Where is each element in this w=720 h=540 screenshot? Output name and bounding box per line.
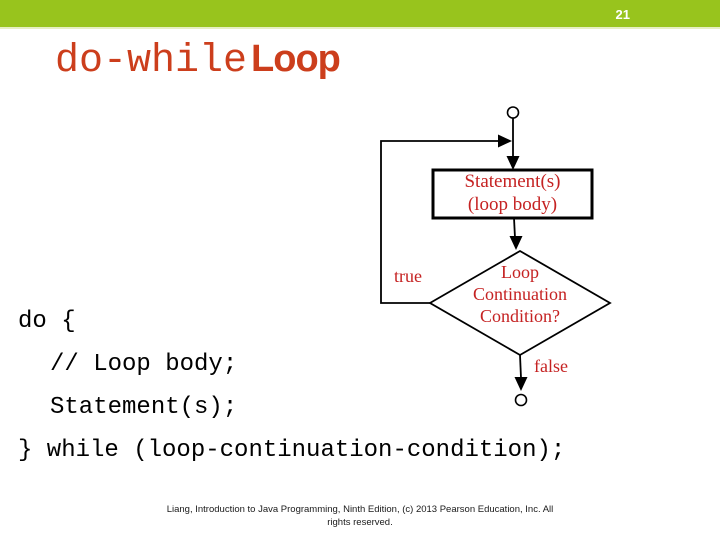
condition-line3: Condition? <box>480 306 560 326</box>
statement-box-line2: (loop body) <box>467 194 558 215</box>
end-arrowhead <box>514 377 528 391</box>
code-line-statement: Statement(s); <box>50 394 238 421</box>
copyright-line2: rights reserved. <box>327 517 393 528</box>
top-bar: 21 <box>0 0 720 29</box>
code-line-while: } while (loop-continuation-condition); <box>18 437 566 464</box>
title-plain-part: Loop <box>251 38 341 80</box>
statement-box <box>431 168 594 220</box>
diamond-to-end-line <box>519 354 522 379</box>
code-line-comment: // Loop body; <box>50 351 238 378</box>
box-entry-arrowhead <box>506 156 520 170</box>
copyright-line1: Liang, Introduction to Java Programming,… <box>166 504 554 515</box>
false-branch-label: false <box>534 356 568 376</box>
condition-line2: Continuation <box>473 284 567 304</box>
loopback-line <box>380 140 500 304</box>
copyright-footer: Liang, Introduction to Java Programming,… <box>0 503 720 529</box>
end-circle <box>514 393 528 407</box>
condition-line1: Loop <box>501 262 539 282</box>
code-line-do: do { <box>18 308 76 335</box>
statement-box-line1: Statement(s) <box>464 171 561 192</box>
page-number: 21 <box>615 7 630 22</box>
condition-diamond-label: Loop Continuation Condition? <box>430 261 610 327</box>
box-to-diamond-line <box>513 217 516 239</box>
title-code-part: do-while <box>55 39 248 84</box>
loopback-arrowhead <box>498 134 512 148</box>
statement-box-label: Statement(s) (loop body) <box>433 170 592 216</box>
start-circle <box>506 106 520 119</box>
true-branch-label: true <box>394 266 422 286</box>
condition-diamond <box>428 249 612 357</box>
diamond-entry-arrowhead <box>509 236 523 250</box>
